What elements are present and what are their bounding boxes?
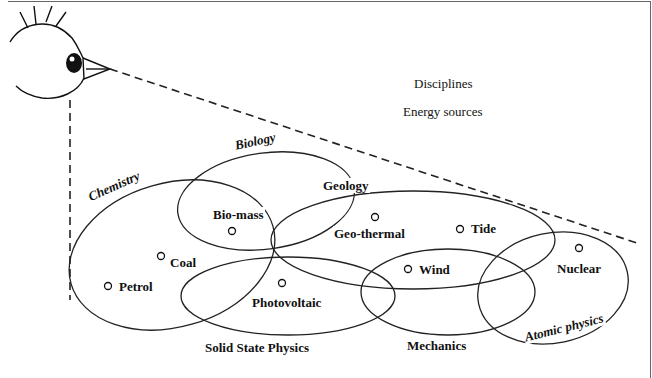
discipline-label: Chemistry xyxy=(85,168,143,205)
bird-head xyxy=(10,6,110,98)
discipline-label: Mechanics xyxy=(406,338,467,353)
discipline-ellipse: Atomic physics xyxy=(476,232,630,344)
energy-point xyxy=(576,245,583,252)
discipline-label: Biology xyxy=(232,129,277,153)
header-label: Disciplines xyxy=(413,76,474,91)
energy-point xyxy=(158,253,165,260)
frame-line xyxy=(8,1,650,2)
ellipse-shape xyxy=(181,257,395,335)
ellipse-outline xyxy=(270,190,556,290)
ellipse-shape xyxy=(271,191,555,289)
energy-source-label: Tide xyxy=(470,221,497,236)
discipline-label: Geology xyxy=(322,178,370,193)
energy-source-label: Photovoltaic xyxy=(251,295,322,310)
energy-source-label: Geo-thermal xyxy=(333,226,406,241)
discipline-label: Solid State Physics xyxy=(204,340,310,355)
discipline-ellipse: Geology xyxy=(270,190,556,290)
eye-highlight xyxy=(70,57,75,62)
bird-eye xyxy=(66,53,82,73)
energy-point xyxy=(279,280,286,287)
energy-point xyxy=(405,266,412,273)
discipline-label: Atomic physics xyxy=(522,310,606,345)
sight-line xyxy=(110,69,640,244)
energy-source-label: Bio-mass xyxy=(212,207,265,222)
energy-point xyxy=(105,283,112,290)
ellipse-shape xyxy=(467,218,639,357)
ellipse-shape xyxy=(361,249,535,335)
frame-line xyxy=(650,1,651,378)
header-label: Energy sources xyxy=(402,104,484,119)
energy-point xyxy=(457,226,464,233)
energy-source-label: Coal xyxy=(169,255,197,270)
energy-point xyxy=(372,214,379,221)
energy-source-label: Wind xyxy=(418,262,451,277)
energy-source-label: Petrol xyxy=(118,279,154,294)
ellipse-shape xyxy=(171,141,361,261)
energy-source-label: Nuclear xyxy=(556,261,602,276)
energy-point xyxy=(229,228,236,235)
ellipse-shape xyxy=(51,157,293,353)
